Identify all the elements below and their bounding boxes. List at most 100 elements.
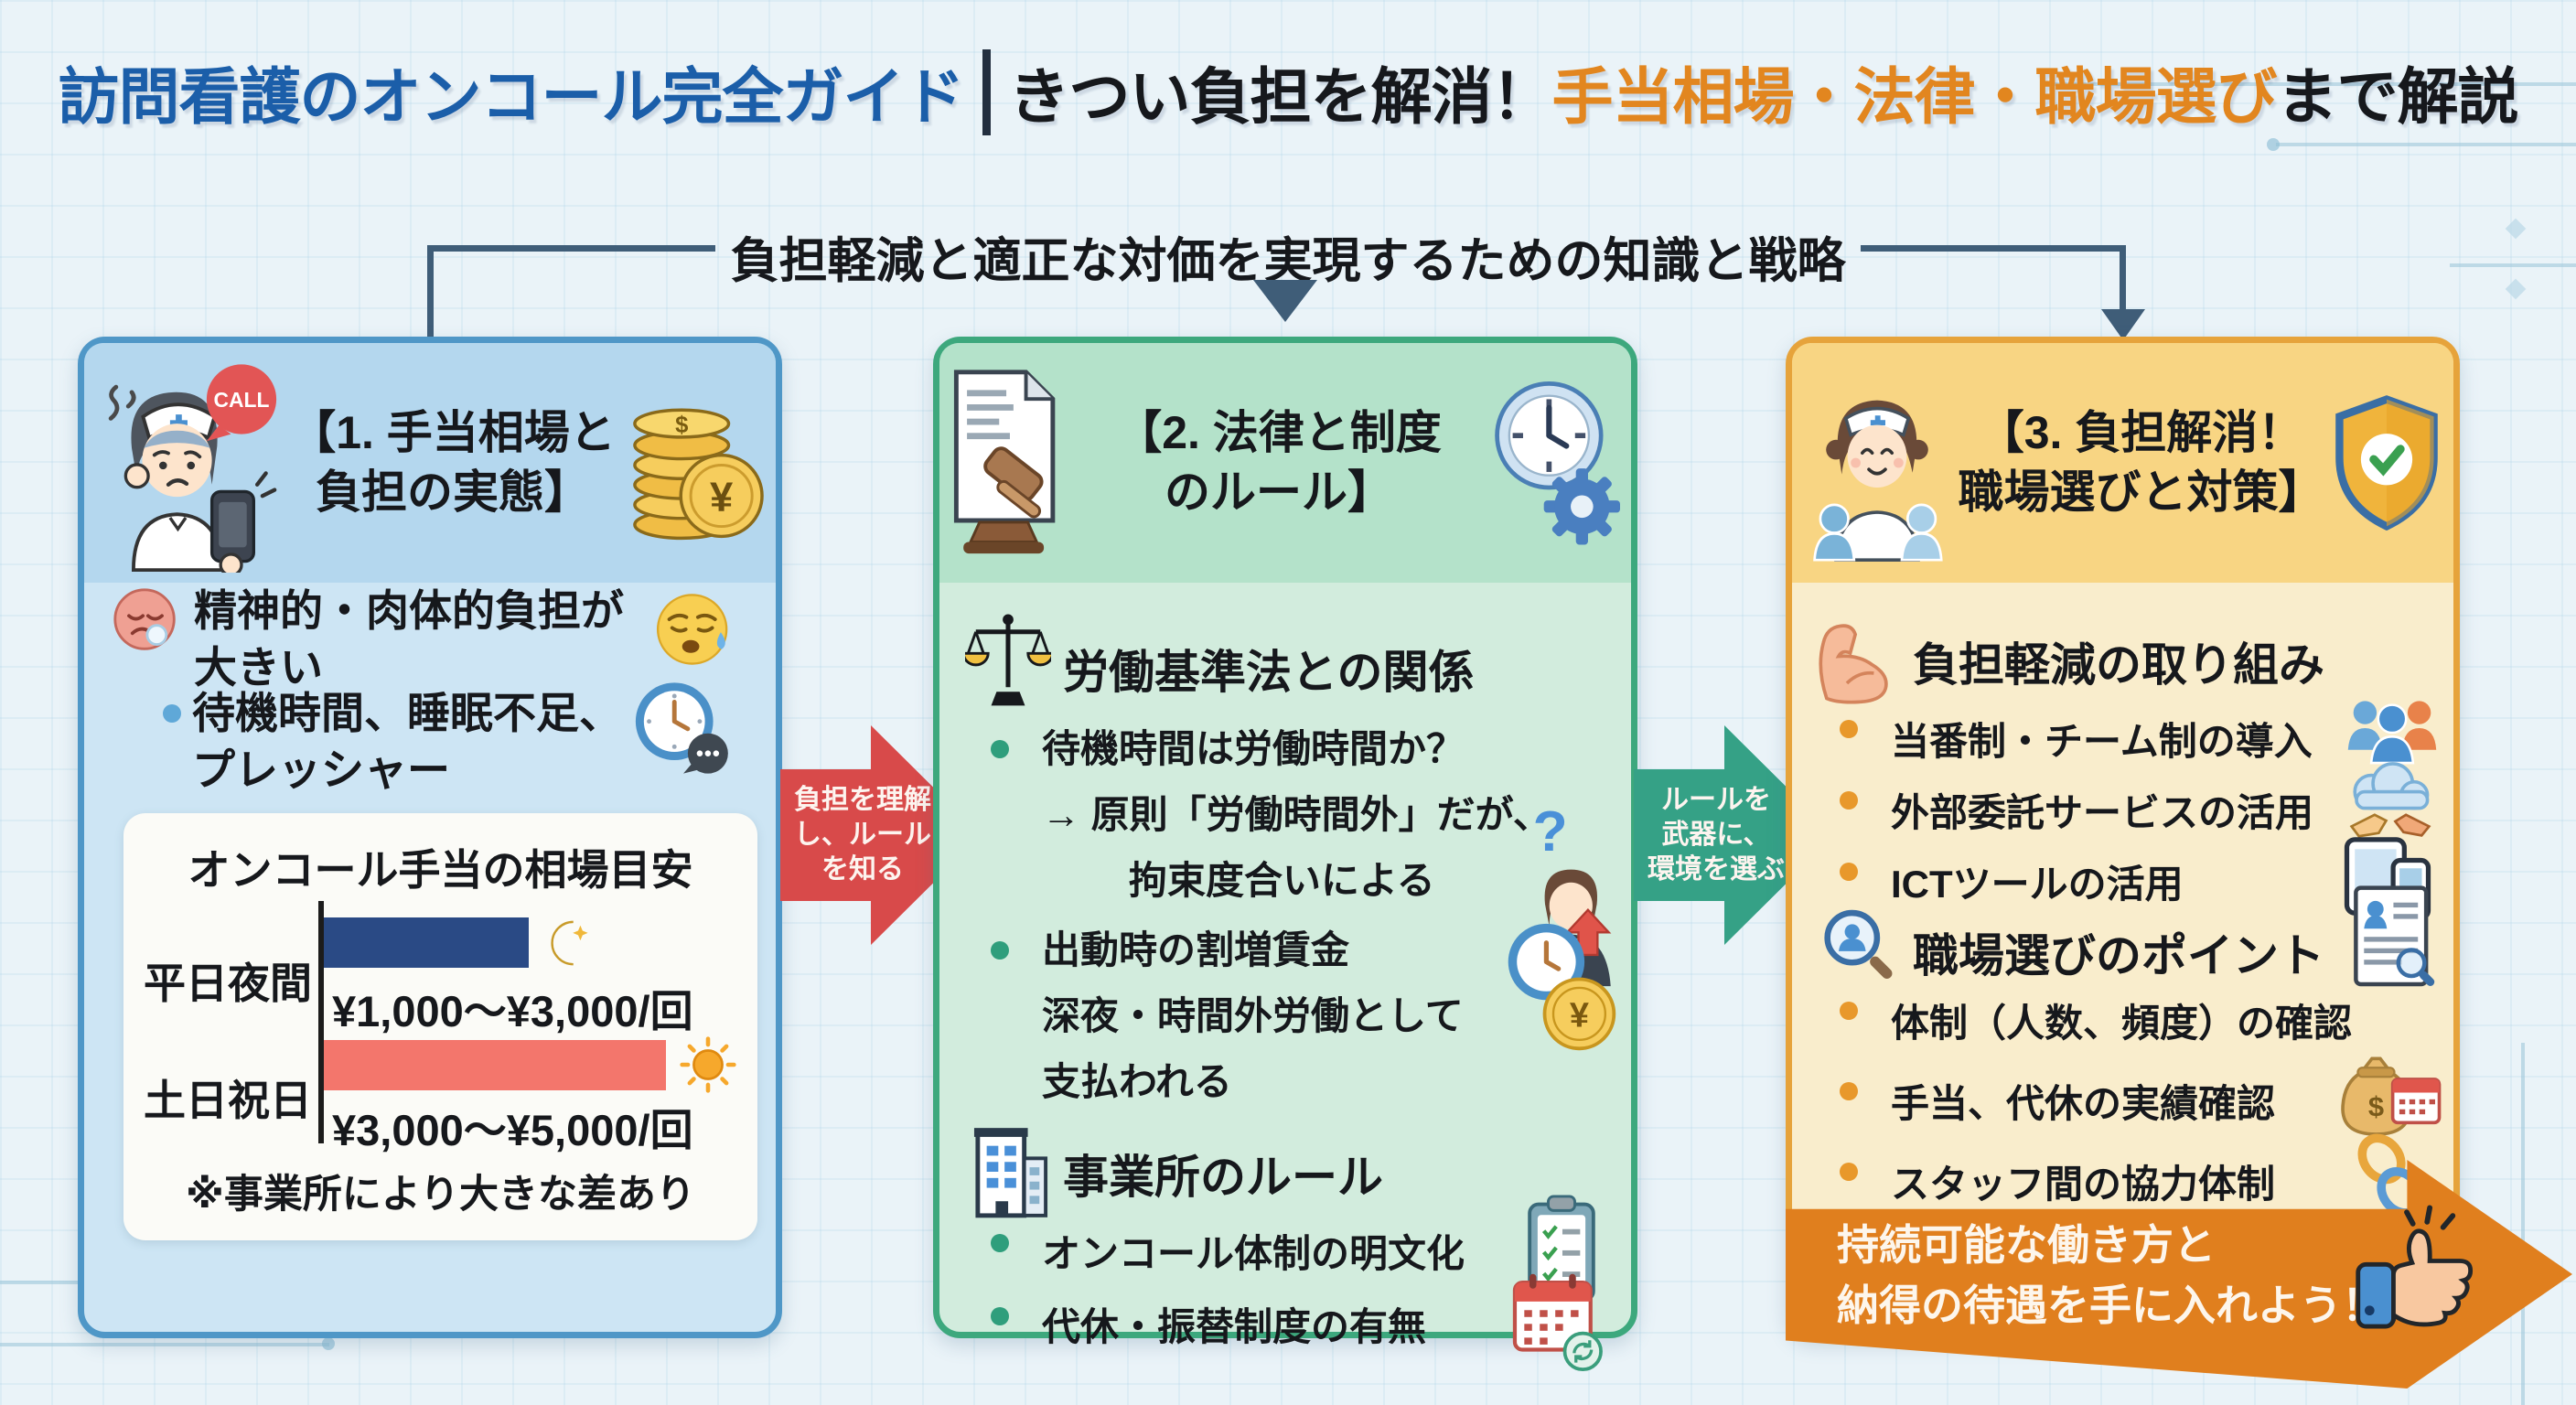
chart-axis — [318, 901, 324, 1143]
panel2-bullet4: 代休・振替制度の有無 — [1042, 1305, 1427, 1348]
panel2-section1-heading: 労働基準法との関係 — [1063, 647, 1475, 698]
subtitle: 負担軽減と適正な対価を実現するための知識と戦略 — [730, 234, 1846, 288]
panel3-bullet6: スタッフ間の協力体制 — [1891, 1163, 2276, 1206]
oncall-pay-chart-card: オンコール手当の相場目安 平日夜間 ¥1,000〜¥3,000/回 土日祝日 — [123, 813, 757, 1240]
panel1-bullet-line2: プレッシャー — [192, 745, 450, 794]
panel2-bullet1: 待機時間は労働時間か？ → 原則「労働時間外」だが、 拘束度合いによる — [1042, 716, 1551, 914]
magnifier-person-icon — [1824, 909, 1893, 979]
bullet-dot — [1840, 863, 1858, 881]
yen-coin-label: ¥ — [710, 473, 734, 520]
panel1-heading-line2: 大きい — [194, 643, 323, 692]
panel3-section1-heading: 負担軽減の取り組み — [1913, 639, 2324, 691]
clock-chat-icon — [635, 682, 728, 774]
sun-icon — [680, 1036, 736, 1093]
bullet-dot — [1840, 720, 1858, 738]
panel3-bullet2: 外部委託サービスの活用 — [1891, 791, 2314, 834]
flow-arrow-1-line2: し、ルール — [794, 820, 931, 850]
bracket-arrowhead-icon — [2101, 309, 2145, 340]
flow-arrow-1-label: 負担を理解 し、ルール を知る — [780, 783, 945, 887]
flow-arrow-2-line2: 武器に、 — [1661, 820, 1771, 850]
panel2-bullet1-line1: 待機時間は労働時間か？ — [1042, 727, 1465, 770]
yen-coin-label: ¥ — [1570, 997, 1589, 1035]
panel3-bullet1: 当番制・チーム制の導入 — [1891, 720, 2313, 763]
panel3-bullet3: ICTツールの活用 — [1891, 863, 2184, 906]
panel1-title-line2: 負担の実態】 — [316, 467, 590, 518]
panel2-bullet2-line3: 支払われる — [1042, 1060, 1232, 1103]
bullet-dot — [1840, 791, 1858, 810]
bullet-dot — [991, 941, 1009, 960]
office-building-icon — [973, 1128, 1048, 1218]
down-triangle-icon — [1253, 280, 1317, 322]
panel1-title: 【1. 手当相場と 負担の実態】 — [282, 403, 624, 522]
panel2-section2-heading: 事業所のルール — [1063, 1152, 1383, 1203]
panel1-bullet-line1: 待機時間、睡眠不足、 — [192, 689, 622, 737]
bracket-line-right — [1861, 245, 2126, 252]
bracket-drop-right — [2120, 245, 2126, 313]
circuit-dot — [2267, 138, 2280, 151]
chart-bar-row-weekday — [324, 917, 591, 968]
handshake-cloud-icon — [2349, 762, 2431, 838]
page-title: 訪問看護のオンコール完全ガイド きつい負担を解消！ 手当相場・法律・職場選び ま… — [0, 48, 2576, 136]
panel2-title-line1: 【2. 法律と制度 — [1116, 407, 1442, 458]
chart-title: オンコール手当の相場目安 — [188, 846, 693, 894]
chart-note: ※事業所により大きな差あり — [186, 1173, 695, 1217]
panel3-bullet4: 体制（人数、頻度）の確認 — [1891, 1002, 2353, 1045]
panel2-body: 労働基準法との関係 待機時間は労働時間か？ → 原則「労働時間外」だが、 拘束度… — [939, 583, 1631, 1372]
question-mark-label: ? — [1533, 802, 1568, 863]
circuit-line — [0, 1343, 329, 1346]
circuit-line — [2276, 143, 2576, 146]
bullet-dot — [1840, 1163, 1858, 1181]
coins-icon: $ ¥ — [633, 408, 764, 540]
bracket-drop-left — [427, 245, 434, 338]
clipboard-check-icon — [1528, 1195, 1595, 1303]
calendar-swap-icon — [1512, 1273, 1603, 1372]
bullet-dot — [991, 1234, 1009, 1252]
panel1-title-line1: 【1. 手当相場と — [290, 407, 616, 458]
dollar-coin-label: $ — [675, 412, 688, 437]
title-sub-lead: きつい負担を解消！ — [1008, 63, 1553, 132]
clock-yen-raise-icon: ¥ — [1508, 907, 1616, 1051]
panel-allowance-and-burden: CALL 【1. 手当相場と 負担の実態】 $ ¥ — [78, 337, 782, 1338]
resume-search-icon — [2354, 885, 2435, 987]
thumbs-up-icon — [2356, 1205, 2474, 1329]
chart-bar-row-weekend — [324, 1035, 737, 1094]
flow-arrow-2-line1: ルールを — [1661, 785, 1771, 815]
title-main: 訪問看護のオンコール完全ガイド — [58, 63, 965, 132]
moneybag-calendar-icon: $ — [2341, 1056, 2442, 1136]
panel-workplace-choice: 【3. 負担解消！ 職場選びと対策】 負担軽減の取り組み 当番制・チーム制の導入 — [1786, 337, 2460, 1338]
dollar-bag-label: $ — [2368, 1090, 2384, 1122]
bullet-dot — [1840, 1002, 1858, 1020]
panel2-bullet2: 出動時の割増賃金 深夜・時間外労働として 支払われる — [1042, 917, 1464, 1115]
flow-arrow-2-line3: 環境を選ぶ — [1648, 854, 1785, 885]
bullet-dot — [991, 1307, 1009, 1325]
call-bubble-label: CALL — [214, 388, 270, 412]
chart-category-weekday: 平日夜間 — [144, 960, 312, 1007]
worried-nurse-call-icon: CALL — [108, 364, 277, 573]
banner-line2: 納得の待遇を手に入れよう！ — [1837, 1281, 2384, 1329]
shield-check-icon — [2335, 395, 2438, 531]
panel3-bullet5: 手当、代休の実績確認 — [1891, 1082, 2276, 1125]
weekday-night-bar — [324, 917, 529, 968]
conclusion-banner-text: 持続可能な働き方と 納得の待遇を手に入れよう！ — [1837, 1209, 2384, 1340]
smiling-nurse-team-icon — [1813, 400, 1943, 562]
bullet-dot — [1840, 1082, 1858, 1100]
weary-face-icon — [656, 594, 728, 665]
panel2-bullet3: オンコール体制の明文化 — [1042, 1232, 1465, 1275]
panel2-title: 【2. 法律と制度 のルール】 — [1071, 403, 1487, 522]
panel1-bullet: 待機時間、睡眠不足、 プレッシャー — [192, 685, 622, 799]
people-group-icon — [2347, 701, 2437, 765]
crescent-moon-icon — [491, 925, 510, 961]
circuit-line — [2042, 71, 2045, 97]
banner-line1: 持続可能な働き方と — [1837, 1220, 2216, 1269]
panel3-title-line2: 職場選びと対策】 — [1958, 467, 2324, 518]
panel-law-and-rules: 【2. 法律と制度 のルール】 — [933, 337, 1637, 1372]
circuit-dot — [322, 1337, 335, 1350]
circuit-line — [0, 1281, 154, 1284]
panel2-bullet1-line3: 拘束度合いによる — [1129, 859, 1435, 902]
panel2-title-line2: のルール】 — [1165, 467, 1393, 518]
panel1-heading: 精神的・肉体的負担が 大きい — [194, 583, 624, 696]
panel3-header: 【3. 負担解消！ 職場選びと対策】 — [1792, 343, 2453, 583]
panel1-header: CALL 【1. 手当相場と 負担の実態】 $ ¥ — [84, 343, 776, 583]
weekend-holiday-bar — [324, 1039, 666, 1090]
